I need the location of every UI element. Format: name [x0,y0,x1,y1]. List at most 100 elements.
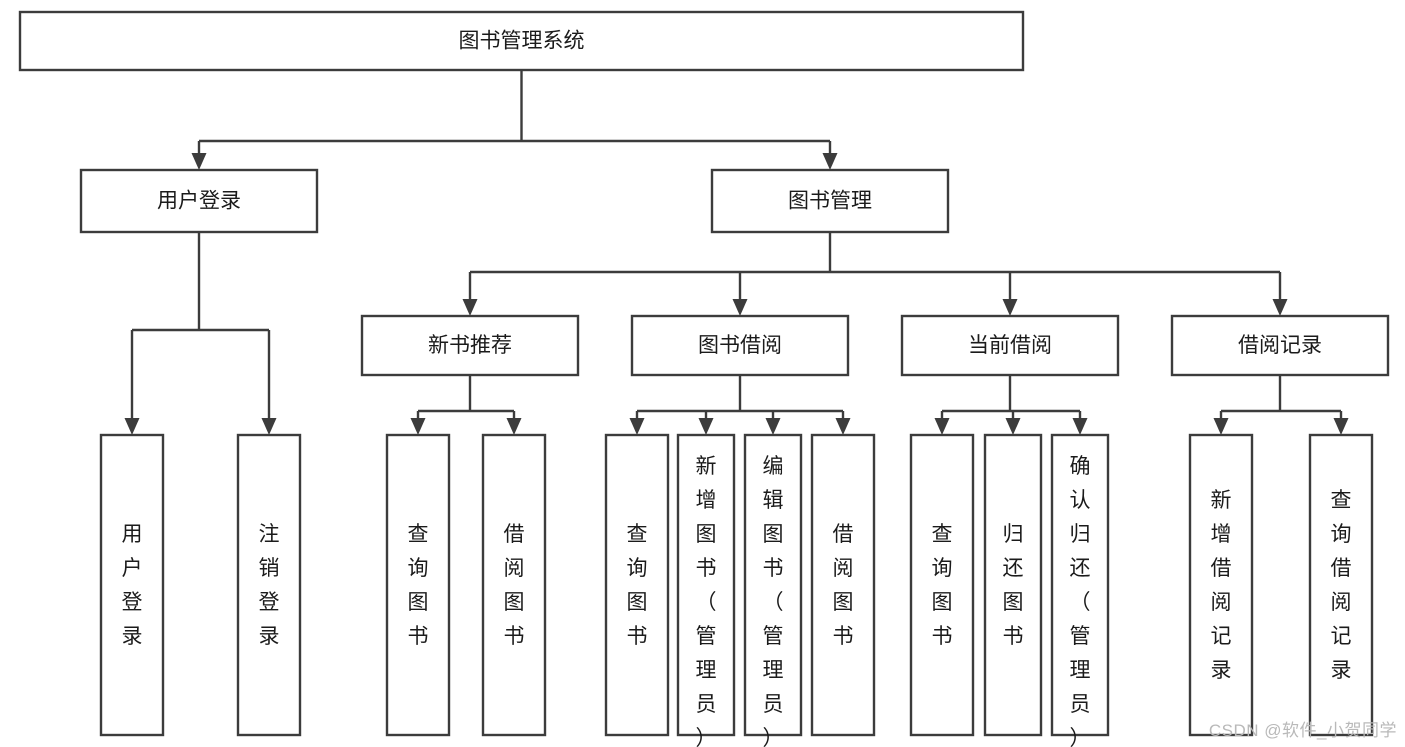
svg-text:编: 编 [763,455,784,478]
svg-text:员: 员 [1070,693,1091,716]
svg-text:理: 理 [763,659,784,682]
node-root-label: 图书管理系统 [459,30,585,53]
svg-text:图: 图 [932,591,953,614]
svg-text:管: 管 [1070,625,1091,648]
svg-text:图: 图 [763,523,784,546]
node-leaf-query-book-2-box[interactable] [604,433,670,737]
svg-text:录: 录 [1331,659,1352,682]
svg-text:询: 询 [627,557,648,580]
node-borrow-record-label: 借阅记录 [1238,334,1322,357]
node-leaf-query-book-3-box[interactable] [909,433,975,737]
svg-text:书: 书 [696,557,717,580]
user-login-to-leaves-arrow-0 [124,418,140,435]
svg-text:录: 录 [259,625,280,648]
node-user-login-box[interactable] [79,168,319,234]
svg-text:员: 员 [763,693,784,716]
book-borrow-to-leaves-arrow-2 [765,418,781,435]
node-book-manage-box[interactable] [710,168,950,234]
svg-text:新: 新 [1211,489,1232,512]
svg-text:户: 户 [122,557,143,580]
book-borrow-to-leaves-arrow-0 [629,418,645,435]
svg-text:新: 新 [696,455,717,478]
svg-text:（: （ [696,591,717,614]
svg-text:图: 图 [504,591,525,614]
svg-text:注: 注 [259,523,280,546]
svg-text:理: 理 [696,659,717,682]
node-user-login-label: 用户登录 [157,190,241,213]
svg-text:认: 认 [1070,489,1091,512]
connector-layer [124,70,1349,435]
svg-text:阅: 阅 [1331,591,1352,614]
svg-text:查: 查 [408,523,429,546]
svg-text:理: 理 [1070,659,1091,682]
svg-text:书: 书 [932,625,953,648]
node-leaf-edit-book-admin-box[interactable] [743,433,803,737]
svg-text:辑: 辑 [763,489,784,512]
bookmanage-to-level3-arrow-3 [1272,299,1288,316]
node-leaf-add-borrow-record-box[interactable] [1188,433,1254,737]
node-book-borrow-box[interactable] [630,314,850,377]
svg-text:查: 查 [932,523,953,546]
current-borrow-to-leaves-arrow-1 [1005,418,1021,435]
svg-text:）: ） [1070,727,1091,747]
borrow-record-to-leaves-arrow-0 [1213,418,1229,435]
svg-text:借: 借 [1211,557,1232,580]
svg-text:（: （ [1070,591,1091,614]
node-new-book-recommend-label: 新书推荐 [428,334,512,357]
node-leaf-return-book-box[interactable] [983,433,1043,737]
label-layer: 图书管理系统用户登录图书管理新书推荐图书借阅当前借阅借阅记录用户登录注销登录查询… [122,30,1352,747]
node-leaf-query-book-1-box[interactable] [385,433,451,737]
node-leaf-query-borrow-record-box[interactable] [1308,433,1374,737]
svg-text:增: 增 [1211,523,1232,546]
node-leaf-add-book-admin-box[interactable] [676,433,736,737]
bookmanage-to-level3-arrow-0 [462,299,478,316]
node-current-borrow-box[interactable] [900,314,1120,377]
svg-text:书: 书 [833,625,854,648]
node-leaf-borrow-book-2-box[interactable] [810,433,876,737]
svg-text:管: 管 [763,625,784,648]
book-borrow-to-leaves-arrow-3 [835,418,851,435]
bookmanage-to-level3-arrow-1 [732,299,748,316]
new-book-recommend-to-leaves-arrow-0 [410,418,426,435]
node-borrow-record-box[interactable] [1170,314,1390,377]
node-root-box[interactable] [18,10,1025,72]
new-book-recommend-to-leaves-arrow-1 [506,418,522,435]
svg-text:阅: 阅 [833,557,854,580]
svg-text:阅: 阅 [504,557,525,580]
borrow-record-to-leaves-arrow-1 [1333,418,1349,435]
node-leaf-user-login-box[interactable] [99,433,165,737]
svg-text:还: 还 [1070,557,1091,580]
node-leaf-borrow-book-1-box[interactable] [481,433,547,737]
svg-text:登: 登 [259,591,280,614]
svg-text:图: 图 [627,591,648,614]
svg-text:用: 用 [122,523,143,546]
svg-text:记: 记 [1211,625,1232,648]
node-current-borrow-label: 当前借阅 [968,334,1052,357]
node-leaf-confirm-return-admin-box[interactable] [1050,433,1110,737]
node-new-book-recommend-box[interactable] [360,314,580,377]
svg-text:书: 书 [627,625,648,648]
svg-text:增: 增 [696,489,717,512]
svg-text:查: 查 [627,523,648,546]
svg-text:询: 询 [408,557,429,580]
svg-text:阅: 阅 [1211,591,1232,614]
node-layer [18,10,1390,737]
svg-text:员: 员 [696,693,717,716]
node-leaf-logout-login-box[interactable] [236,433,302,737]
svg-text:书: 书 [763,557,784,580]
node-leaf-user-login-label: 用户登录 [122,523,143,648]
svg-text:图: 图 [833,591,854,614]
svg-text:录: 录 [122,625,143,648]
svg-text:归: 归 [1070,523,1091,546]
